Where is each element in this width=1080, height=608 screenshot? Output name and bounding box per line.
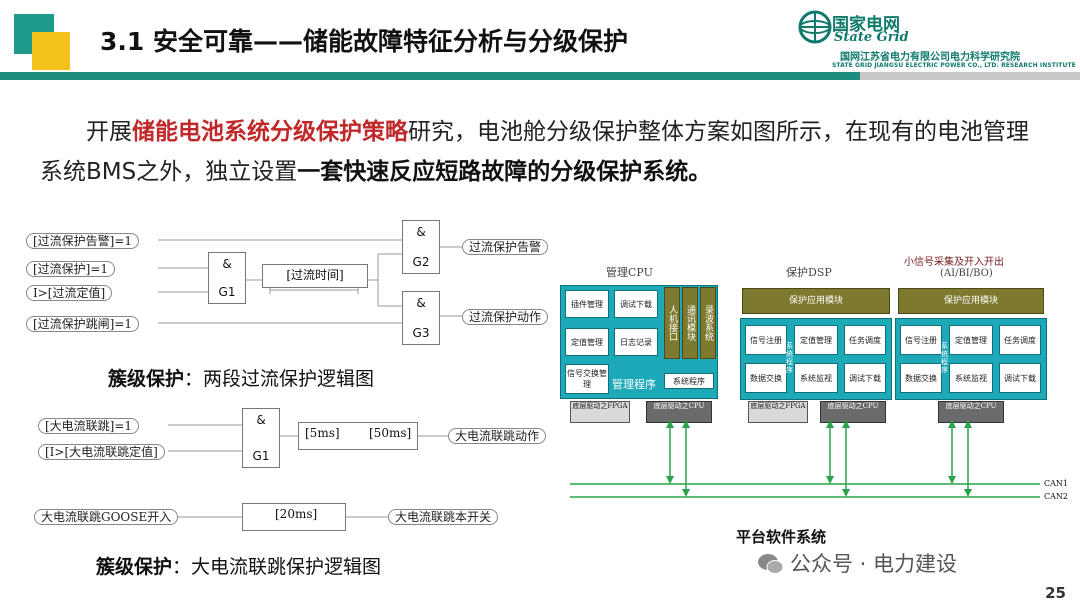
wechat-icon	[758, 554, 784, 574]
page-title: 3.1 安全可靠——储能故障特征分析与分级保护	[100, 27, 628, 56]
d2-timer-2: [20ms]	[242, 503, 346, 531]
intro-text-2: 研究，电池舱分级保护整体方案如图所示，在现有的电池管理系统BMS之外，独立设置	[40, 119, 1029, 185]
plat-dsp-mid: 系统程序	[786, 342, 793, 374]
plat-cpu-prog: 管理程序	[612, 378, 656, 391]
plat-cpu-box-1: 插件管理	[565, 290, 609, 318]
plat-label-dsp: 保护DSP	[786, 266, 832, 279]
plat-dsp-box-4: 数据交换	[745, 363, 787, 393]
header-bar	[0, 72, 860, 80]
plat-can1: CAN1	[1044, 479, 1068, 488]
plat-cpu-box-3: 定值管理	[565, 328, 609, 356]
d2-caption: 簇级保护：大电流联跳保护逻辑图	[96, 552, 381, 579]
plat-cpu-box-4: 日志记录	[614, 328, 658, 356]
plat-title: 平台软件系统	[736, 528, 827, 546]
plat-dsp-drv-fpga: 底层驱动之FPGA	[748, 401, 808, 423]
d1-output-alarm: 过流保护告警	[462, 239, 549, 255]
d2-output-switch: 大电流联跳本开关	[388, 509, 499, 525]
d1-timer-label: [过流时间]	[286, 268, 344, 282]
plat-label-ai: 小信号采集及开入开出	[904, 257, 1004, 268]
plat-cpu-drv-cpu: 底层驱动之CPU	[646, 401, 712, 423]
d1-g2-and: &	[416, 225, 426, 239]
watermark: 公众号 · 电力建设	[790, 552, 958, 576]
d1-caption-rest: ：两段过流保护逻辑图	[184, 368, 375, 390]
plat-dsp-drv-cpu: 底层驱动之CPU	[820, 401, 886, 423]
plat-dsp-box-5: 系统监视	[794, 363, 838, 393]
d1-g3-and: &	[416, 296, 426, 310]
plat-dsp-box-2: 定值管理	[794, 325, 838, 355]
d2-timer: [5ms] [50ms]	[298, 422, 418, 450]
d1-g1-and: &	[222, 257, 232, 271]
d2-input-jump: [大电流联跳]=1	[38, 418, 140, 434]
plat-dsp-box-1: 信号注册	[745, 325, 787, 355]
plat-can2: CAN2	[1044, 492, 1068, 501]
diagram1-wires	[158, 239, 462, 324]
plat-ai-box-6: 调试下载	[999, 363, 1041, 393]
d2-timer-c: [20ms]	[275, 507, 318, 521]
plat-dsp-app: 保护应用模块	[742, 288, 890, 314]
plat-ai-app: 保护应用模块	[898, 288, 1044, 314]
plat-cpu-drv-fpga: 底层驱动之FPGA	[570, 401, 630, 423]
d2-g1-label: G1	[252, 449, 270, 463]
d2-input-setting: [I>[大电流联跳定值]	[38, 444, 165, 460]
d2-timer-a: [5ms]	[305, 426, 340, 440]
plat-cpu-v3: 录波系统	[700, 287, 716, 359]
d1-input-alarm: [过流保护告警]=1	[26, 233, 140, 249]
d1-timer: [过流时间]	[262, 264, 368, 288]
brand-subtitle: 国网江苏省电力有限公司电力科学研究院	[840, 52, 1020, 63]
plat-dsp-box-6: 调试下载	[844, 363, 886, 393]
intro-text-1: 开展	[86, 119, 132, 145]
d1-caption: 簇级保护：两段过流保护逻辑图	[108, 364, 374, 391]
d1-g2-label: G2	[412, 255, 430, 269]
d1-input-protect: [过流保护]=1	[26, 261, 116, 277]
d1-input-setting: I>[过流定值]	[26, 285, 113, 301]
d1-caption-bold: 簇级保护	[108, 368, 185, 390]
d2-timer-b: [50ms]	[369, 426, 412, 440]
plat-cpu-box-5: 信号交换管理	[565, 364, 609, 394]
plat-cpu-v2: 通讯模块	[682, 287, 698, 359]
header-bar-gray	[860, 72, 1080, 80]
intro-paragraph: 开展储能电池系统分级保护策略研究，电池舱分级保护整体方案如图所示，在现有的电池管…	[40, 112, 1050, 192]
brand-name-cn: 国家电网	[832, 15, 900, 35]
plat-label-ai2: (AI/BI/BO)	[940, 268, 993, 279]
plat-ai-box-5: 系统监视	[949, 363, 993, 393]
d1-gate-g1: & G1	[208, 252, 246, 304]
d2-output-action: 大电流联跳动作	[448, 428, 547, 444]
plat-cpu-box-2: 调试下载	[614, 290, 658, 318]
plat-ai-box-2: 定值管理	[949, 325, 993, 355]
d2-caption-bold: 簇级保护	[96, 556, 173, 578]
plat-label-cpu: 管理CPU	[606, 266, 653, 279]
brand-name-en: State Grid	[834, 30, 909, 45]
d2-g1-and: &	[256, 413, 266, 427]
d1-g3-label: G3	[412, 326, 430, 340]
plat-ai-drv-cpu: 底层驱动之CPU	[938, 401, 1004, 423]
d2-gate-g1: & G1	[242, 408, 280, 468]
d1-input-trip: [过流保护跳闸]=1	[26, 316, 140, 332]
plat-can-bus	[570, 420, 1040, 498]
intro-highlight: 储能电池系统分级保护策略	[132, 119, 408, 145]
plat-dsp-box-3: 任务调度	[844, 325, 886, 355]
d2-input-goose: 大电流联跳GOOSE开入	[34, 509, 179, 525]
brand-subtitle-en: STATE GRID JIANGSU ELECTRIC POWER CO., L…	[832, 62, 1076, 69]
logo-square-yellow	[32, 32, 70, 70]
d1-gate-g3: & G3	[402, 291, 440, 345]
state-grid-logo-icon	[798, 10, 832, 44]
d1-g1-label: G1	[218, 285, 236, 299]
plat-cpu-v1: 人机接口	[664, 287, 680, 359]
plat-ai-box-1: 信号注册	[900, 325, 942, 355]
plat-ai-mid: 系统程序	[941, 342, 948, 374]
intro-bold: 一套快速反应短路故障的分级保护系统。	[297, 159, 712, 185]
d2-caption-rest: ：大电流联跳保护逻辑图	[172, 556, 382, 578]
plat-cpu-sys: 系统程序	[664, 373, 714, 389]
plat-ai-box-3: 任务调度	[999, 325, 1041, 355]
d1-output-action: 过流保护动作	[462, 309, 549, 325]
page-number: 25	[1045, 584, 1066, 602]
plat-ai-box-4: 数据交换	[900, 363, 942, 393]
d1-gate-g2: & G2	[402, 220, 440, 274]
